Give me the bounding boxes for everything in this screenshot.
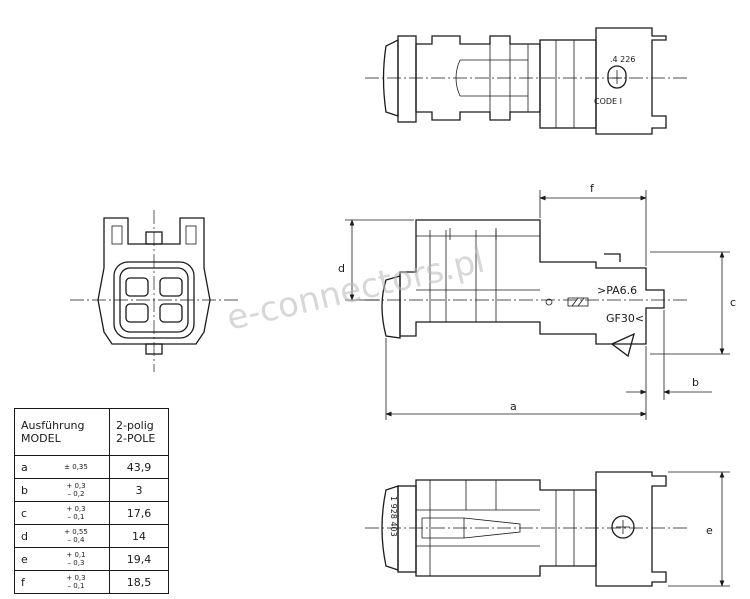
code-number-label: .4 226 bbox=[610, 55, 635, 64]
side-mark-label: 1 928 403 bbox=[389, 496, 398, 537]
table-row: e + 0,1– 0,3 19,4 bbox=[14, 547, 169, 571]
top-view: .4 226 CODE I bbox=[365, 27, 690, 135]
dimension-d-label: d bbox=[338, 262, 345, 275]
dimension-c-label: c bbox=[730, 296, 736, 309]
dimension-e-label: e bbox=[706, 524, 713, 537]
table-row: f + 0,3– 0,1 18,5 bbox=[14, 570, 169, 594]
table-row: d + 0,55– 0,4 14 bbox=[14, 524, 169, 548]
dimension-a-label: a bbox=[510, 400, 517, 413]
dimension-b-label: b bbox=[692, 376, 699, 389]
bottom-view: 1 928 403 e bbox=[365, 471, 730, 587]
dimension-table: Ausführung MODEL 2-polig 2-POLE a ± 0,35… bbox=[14, 408, 169, 594]
side-view: >PA6.6 GF30< f d c b a bbox=[338, 182, 736, 420]
front-view bbox=[70, 210, 240, 372]
table-row: c + 0,3– 0,1 17,6 bbox=[14, 501, 169, 525]
header-model: Ausführung MODEL bbox=[14, 408, 110, 456]
table-row: a ± 0,35 43,9 bbox=[14, 455, 169, 479]
code-text-label: CODE I bbox=[594, 97, 622, 106]
table-row: b + 0,3– 0,2 3 bbox=[14, 478, 169, 502]
material-top-label: >PA6.6 bbox=[597, 284, 637, 297]
material-bottom-label: GF30< bbox=[606, 312, 644, 325]
header-pole: 2-polig 2-POLE bbox=[109, 408, 169, 456]
dimension-f-label: f bbox=[590, 182, 595, 195]
table-header-row: Ausführung MODEL 2-polig 2-POLE bbox=[14, 408, 169, 456]
